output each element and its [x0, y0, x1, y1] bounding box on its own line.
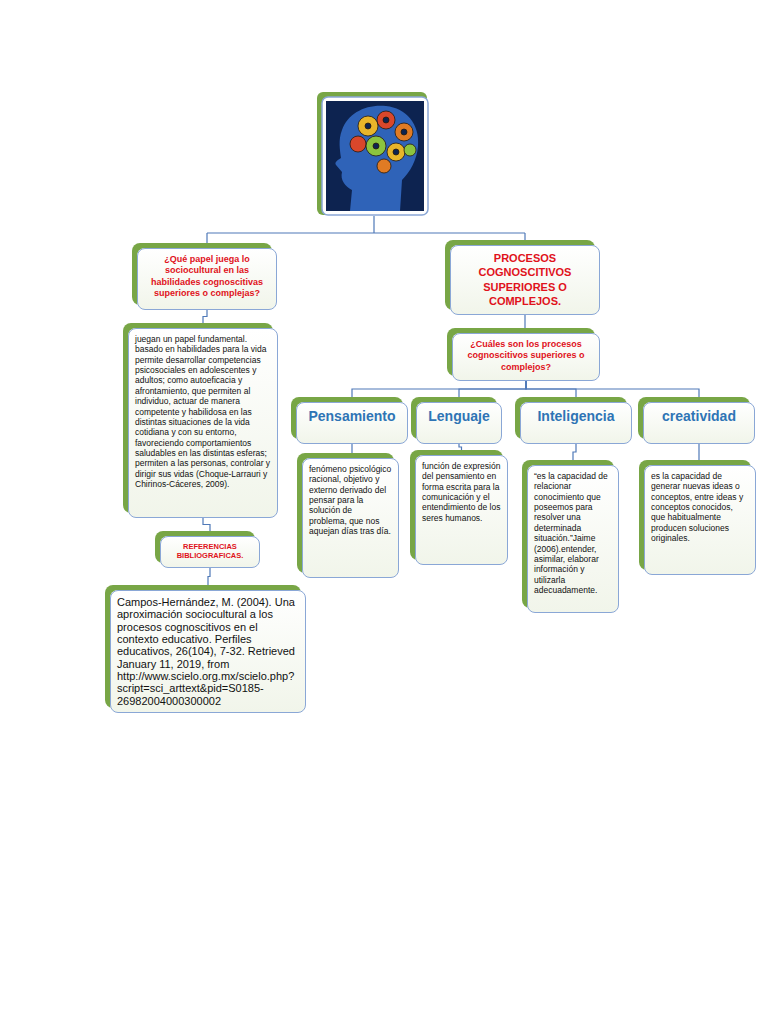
node-text: es la capacidad de generar nuevas ideas …	[651, 471, 749, 544]
connector	[698, 444, 699, 460]
definition-box: función de expresión del pensamiento en …	[415, 455, 508, 565]
question-box: ¿Cuáles son los procesos cognoscitivos s…	[452, 333, 600, 381]
node-text: PROCESOS COGNOSCITIVOS SUPERIORES O COMP…	[457, 251, 593, 308]
question-box: ¿Qué papel juega lo sociocultural en las…	[137, 248, 277, 310]
concept-box: Pensamiento	[296, 402, 408, 444]
title-box: PROCESOS COGNOSCITIVOS SUPERIORES O COMP…	[450, 245, 600, 315]
connector	[573, 444, 576, 460]
connector	[208, 568, 210, 585]
node-text: Lenguaje	[423, 408, 495, 424]
definition-box: fenómeno psicológico racional, objetivo …	[302, 458, 399, 578]
concept-box: creatividad	[643, 402, 755, 444]
answer-box: juegan un papel fundamental. basado en h…	[128, 328, 278, 518]
node-text: REFERENCIAS BIBLIOGRAFICAS.	[167, 542, 253, 561]
node-text: Inteligencia	[527, 408, 625, 424]
node-text: Campos-Hernández, M. (2004). Una aproxim…	[117, 596, 299, 707]
definition-box: “es la capacidad de relacionar conocimie…	[527, 465, 619, 613]
image-frame	[322, 97, 428, 215]
reference-heading: REFERENCIAS BIBLIOGRAFICAS.	[160, 536, 260, 568]
concept-box: Lenguaje	[416, 402, 502, 444]
connector	[203, 518, 210, 531]
node-text: fenómeno psicológico racional, objetivo …	[309, 464, 392, 537]
node-text: ¿Qué papel juega lo sociocultural en las…	[144, 254, 270, 299]
node-text: creatividad	[650, 408, 748, 424]
connector	[459, 444, 462, 450]
node-text: función de expresión del pensamiento en …	[422, 461, 501, 523]
tree-connector	[207, 216, 525, 243]
connector	[459, 381, 526, 397]
head-silhouette	[335, 106, 418, 211]
connector	[524, 315, 525, 328]
image-background	[326, 101, 424, 211]
gears	[350, 111, 416, 173]
node-text: ¿Cuáles son los procesos cognoscitivos s…	[459, 339, 593, 373]
brain-illustration	[0, 0, 768, 300]
node-text: juegan un papel fundamental. basado en h…	[135, 334, 271, 489]
definition-box: es la capacidad de generar nuevas ideas …	[644, 465, 756, 575]
node-text: “es la capacidad de relacionar conocimie…	[534, 471, 612, 595]
image-frame	[317, 92, 427, 215]
connector	[351, 444, 352, 453]
concept-box: Inteligencia	[520, 402, 632, 444]
node-text: Pensamiento	[303, 408, 401, 424]
connector	[203, 310, 207, 323]
connector	[526, 381, 699, 397]
citation-box: Campos-Hernández, M. (2004). Una aproxim…	[110, 590, 306, 713]
connector	[352, 381, 526, 397]
